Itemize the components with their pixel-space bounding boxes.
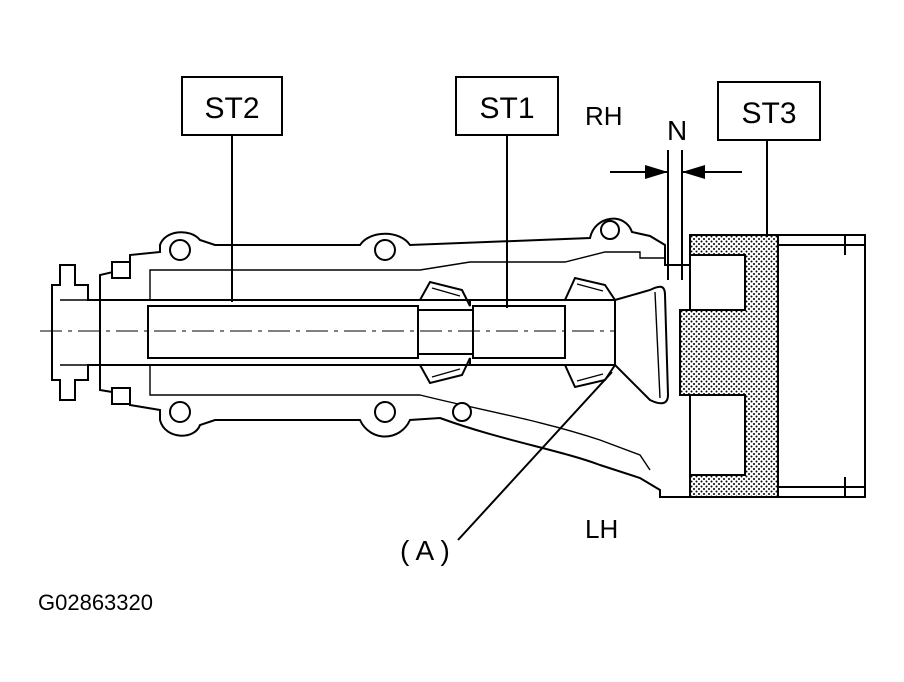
st1-label: ST1 <box>455 76 559 136</box>
leader-lines <box>231 135 768 541</box>
st3-label: ST3 <box>717 81 821 141</box>
st3-tool <box>679 234 866 498</box>
svg-text:ST2: ST2 <box>204 92 259 125</box>
dimension-n <box>610 150 742 280</box>
n-label: N <box>667 115 687 146</box>
svg-text:ST1: ST1 <box>479 92 534 125</box>
companion-flange <box>51 261 131 405</box>
svg-text:ST3: ST3 <box>741 97 796 130</box>
bearings <box>418 276 617 389</box>
lh-label: LH <box>585 514 618 544</box>
figure-code: G02863320 <box>38 590 153 615</box>
st2-label: ST2 <box>181 76 283 136</box>
pinion-head <box>614 285 670 405</box>
a-label: ( A ) <box>400 535 450 566</box>
housing <box>99 217 690 498</box>
shaft-assembly <box>40 299 661 366</box>
rh-label: RH <box>585 101 623 131</box>
